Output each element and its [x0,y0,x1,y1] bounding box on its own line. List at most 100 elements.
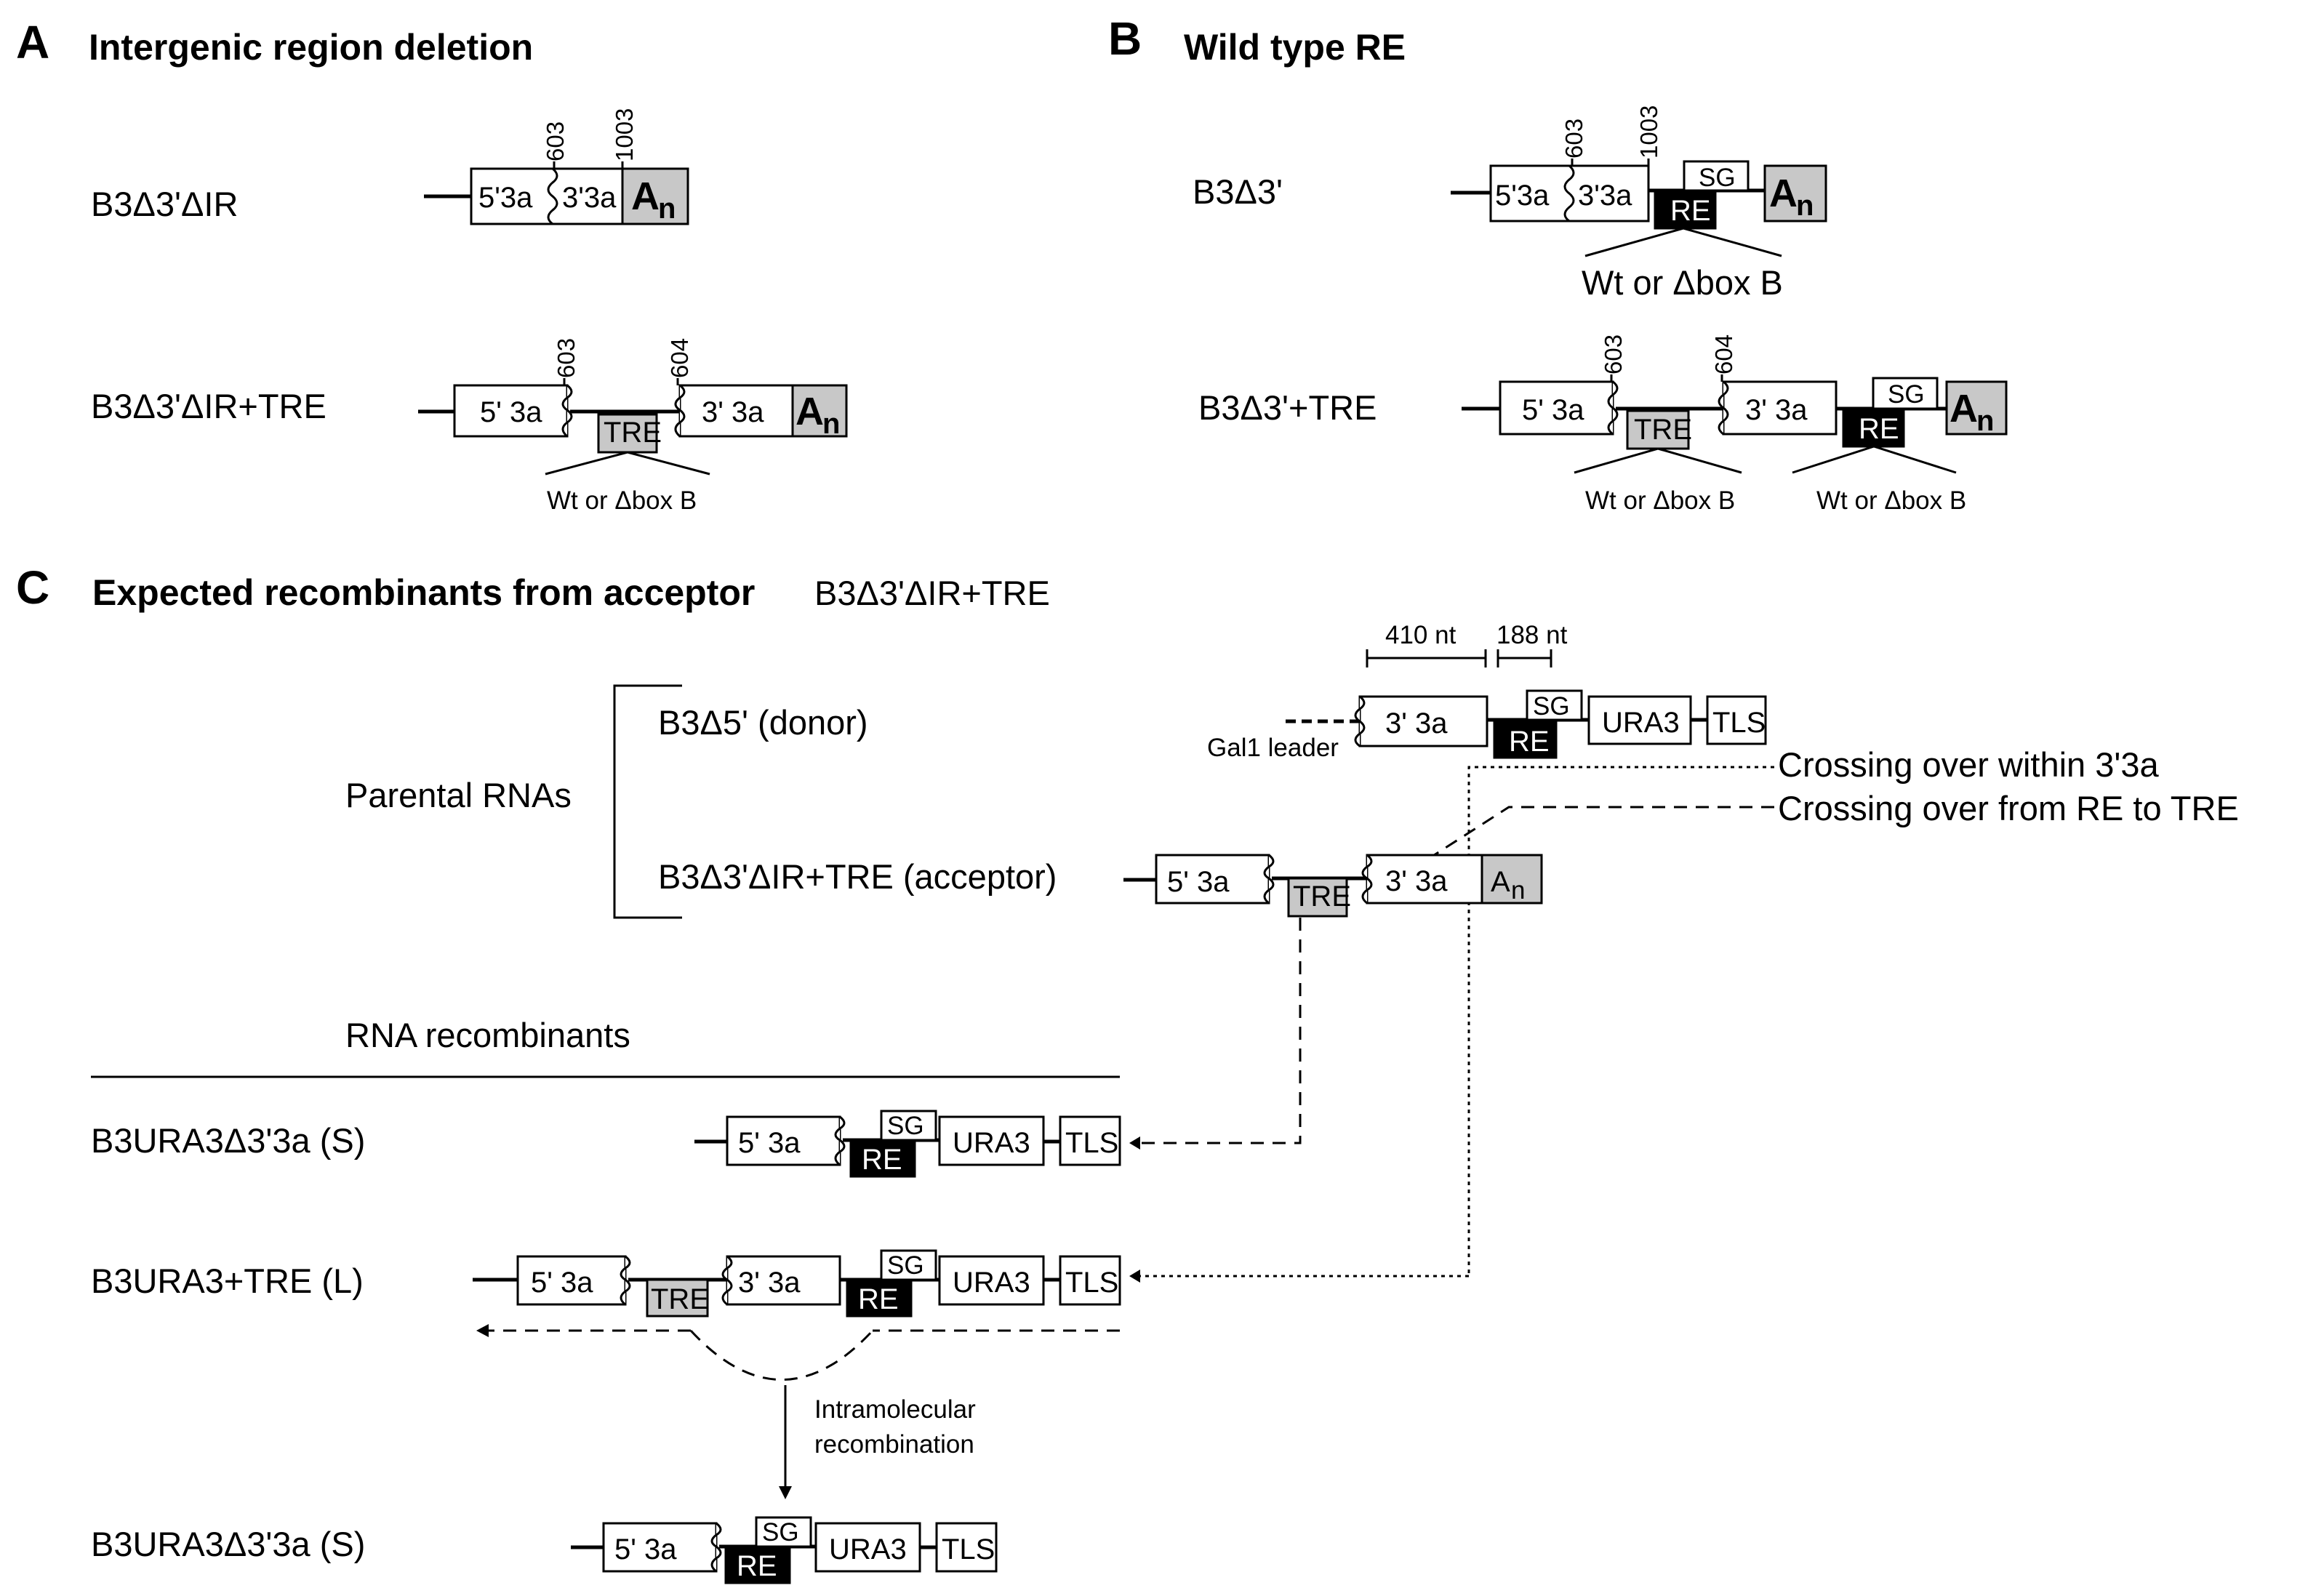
construct-a2-name: B3Δ3'ΔIR+TRE [91,387,326,425]
svg-text:n: n [822,408,840,440]
panel-b-title: Wild type RE [1184,27,1406,68]
svg-text:3' 3a: 3' 3a [738,1267,801,1299]
svg-text:604: 604 [1710,334,1737,374]
recombinant-s2-name: B3URA3Δ3'3a (S) [91,1525,365,1563]
variant-label: Wt or Δbox B [547,486,697,515]
svg-text:RE: RE [862,1144,902,1176]
svg-text:RE: RE [1509,726,1550,758]
svg-text:SG: SG [1888,380,1925,409]
svg-text:A: A [1950,387,1978,430]
parental-label: Parental RNAs [345,776,572,814]
svg-text:SG: SG [1533,692,1570,721]
svg-text:604: 604 [666,338,693,378]
svg-text:3' 3a: 3' 3a [1385,865,1448,897]
svg-text:TRE: TRE [1293,881,1351,913]
construct-a1-name: B3Δ3'ΔIR [91,185,238,223]
panel-a-letter: A [16,16,49,68]
svg-text:3' 3a: 3' 3a [702,396,764,428]
svg-text:A: A [796,390,824,433]
svg-text:3'3a: 3'3a [1578,180,1632,212]
tre-crossover-arrow [1134,918,1302,1144]
parental-bracket [613,684,682,919]
svg-text:TRE: TRE [1634,414,1692,446]
svg-text:URA3: URA3 [829,1533,907,1565]
svg-text:Wt or Δbox B: Wt or Δbox B [1816,486,1966,515]
svg-text:5' 3a: 5' 3a [531,1267,593,1299]
svg-text:603: 603 [1600,334,1627,374]
svg-text:5' 3a: 5' 3a [1522,394,1584,426]
svg-text:SG: SG [887,1112,924,1140]
svg-text:URA3: URA3 [953,1127,1030,1159]
construct-b1-name: B3Δ3' [1193,172,1283,211]
crossing-path-1 [1467,766,1774,1276]
recombinant-s-1: B3URA3Δ3'3a (S) 5' 3a RE SG URA3 TLS [91,1110,1121,1178]
seg-5-3a-label: 5'3a [478,182,533,214]
gal1-leader-label: Gal1 leader [1207,734,1339,762]
donor-rna: Gal1 leader 3' 3a RE SG URA3 TLS [1207,689,1767,762]
svg-text:5'3a: 5'3a [1495,180,1550,212]
svg-text:TLS: TLS [1065,1127,1118,1159]
length-410: 410 nt [1385,621,1456,649]
poly-a-tail [791,384,848,438]
svg-text:SG: SG [762,1518,799,1547]
svg-text:RE: RE [858,1283,899,1315]
construct-a2: B3Δ3'ΔIR+TRE 5' 3a TRE 3' 3a A n 603 604… [91,338,848,515]
svg-text:RE: RE [1859,413,1899,445]
seg-3-3a [678,384,794,438]
recombinant-s-name: B3URA3Δ3'3a (S) [91,1121,365,1160]
svg-text:n: n [658,193,676,225]
recombinants-header: RNA recombinants [345,1016,630,1054]
crossing-label-1: Crossing over within 3'3a [1778,745,2159,784]
svg-text:URA3: URA3 [1602,707,1680,739]
crossing-label-2: Crossing over from RE to TRE [1778,789,2239,827]
svg-text:3' 3a: 3' 3a [1745,394,1808,426]
intramolecular-label-2: recombination [814,1430,974,1459]
recombinant-s-2: B3URA3Δ3'3a (S) 5' 3a RE SG URA3 TLS [91,1516,998,1584]
svg-text:A: A [1491,866,1510,898]
panel-b-letter: B [1108,12,1142,65]
svg-text:5' 3a: 5' 3a [738,1127,801,1159]
panel-c-letter: C [16,561,49,614]
svg-text:TLS: TLS [1712,707,1766,739]
donor-label: B3Δ5' (donor) [658,703,868,742]
svg-text:TLS: TLS [942,1533,995,1565]
panel-c-title-construct: B3Δ3'ΔIR+TRE [814,574,1050,612]
svg-text:3' 3a: 3' 3a [1385,707,1448,739]
length-188: 188 nt [1496,621,1568,649]
poly-a-tail [621,167,689,225]
position-1003: 1003 [611,108,638,161]
construct-b2-name: B3Δ3'+TRE [1198,388,1377,427]
recombinant-l-name: B3URA3+TRE (L) [91,1262,364,1300]
svg-text:Wt or Δbox B: Wt or Δbox B [1585,486,1735,515]
tre-element [597,413,658,454]
acceptor-rna: 5' 3a TRE 3' 3a A n [1123,854,1543,918]
construct-b1: B3Δ3' 5'3a 3'3a RE SG A n 603 1003 Wt or… [1193,105,1827,302]
svg-text:SG: SG [887,1251,924,1280]
svg-text:n: n [1976,405,1994,437]
re-element [1654,189,1717,230]
sg-element [1683,160,1750,192]
svg-text:1003: 1003 [1635,105,1662,159]
seg-5-3a [453,384,569,438]
svg-text:603: 603 [1560,119,1587,159]
recombinant-l: B3URA3+TRE (L) 5' 3a TRE 3' 3a RE SG URA… [91,1249,1121,1318]
tre-label: TRE [604,417,662,449]
poly-a-label: A [631,175,660,218]
svg-text:TLS: TLS [1065,1267,1118,1299]
svg-text:RE: RE [1670,195,1711,227]
panel-c-title: Expected recombinants from acceptor [92,572,755,613]
acceptor-label: B3Δ3'ΔIR+TRE (acceptor) [658,857,1057,896]
seg-3-3a-label: 3'3a [562,182,617,214]
svg-text:A: A [1769,172,1798,215]
svg-text:5' 3a: 5' 3a [1167,866,1230,898]
svg-text:n: n [1511,876,1525,905]
svg-text:RE: RE [737,1550,777,1582]
intramolecular-label-1: Intramolecular [814,1395,976,1424]
svg-text:603: 603 [553,338,580,378]
svg-text:SG: SG [1699,164,1736,192]
svg-text:TRE: TRE [651,1283,709,1315]
panel-a-title: Intergenic region deletion [89,27,533,68]
construct-b2: B3Δ3'+TRE 5' 3a TRE 3' 3a RE SG A n 603 … [1198,334,2008,515]
